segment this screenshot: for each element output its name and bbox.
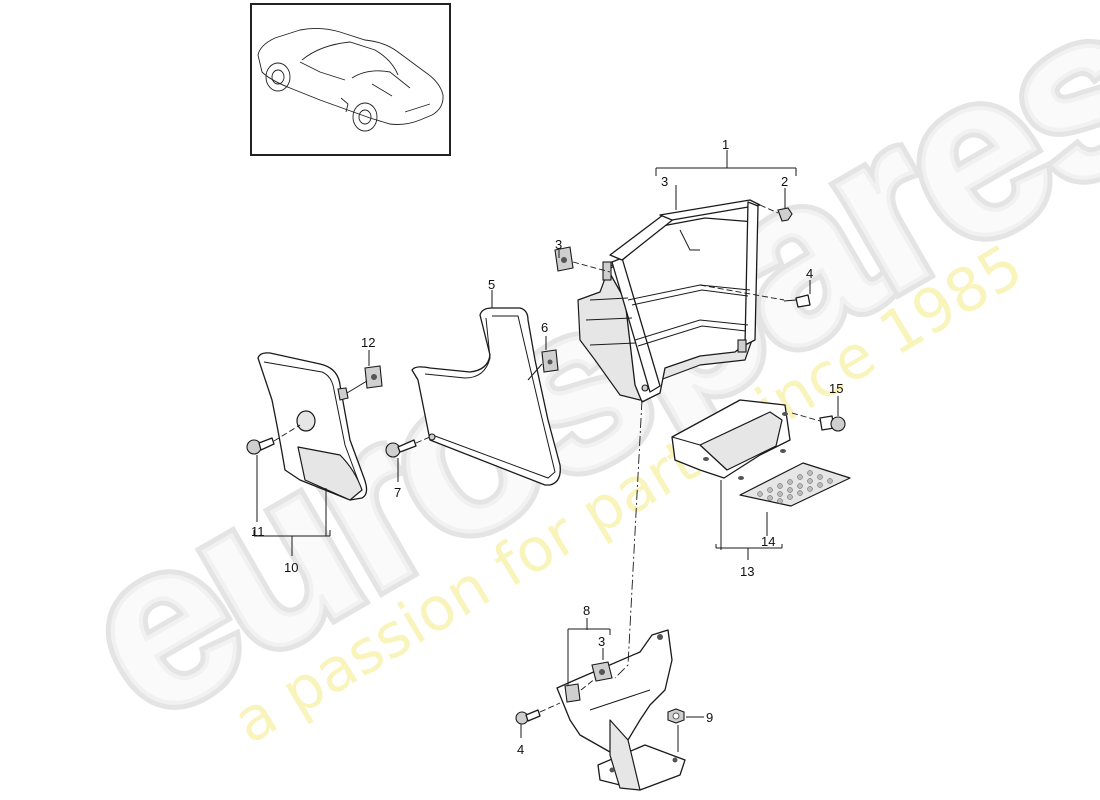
part-13-storage-tray [671,399,821,480]
callout-6: 6 [541,320,548,335]
callout-13: 13 [740,564,754,579]
callout-4-upper: 4 [806,266,813,281]
part-12-speed-nut [346,365,383,394]
part-4-screw-upper [699,284,811,308]
callout-3-frame: 3 [661,174,668,189]
leader-lines [253,150,839,752]
part-7-screw [385,436,431,458]
part-14-anti-slip-mat [739,462,851,507]
part-11-screw [246,424,301,455]
callout-14: 14 [761,534,775,549]
callout-8: 8 [583,603,590,618]
callout-12: 12 [361,335,375,350]
callout-4-lower: 4 [517,742,524,757]
vehicle-thumbnail [250,3,451,156]
callout-10: 10 [284,560,298,575]
part-4-screw-lower [515,702,561,725]
part-2-clip [759,204,793,222]
part-3-speed-nut-lower [580,661,613,691]
car-outline-icon [257,27,444,132]
callout-1: 1 [722,137,729,152]
callout-11: 11 [251,524,265,539]
callout-15: 15 [829,381,843,396]
callout-7: 7 [394,485,401,500]
part-8-bracket [556,629,686,791]
assembly-centerline [614,399,643,679]
callout-5: 5 [488,277,495,292]
part-6-speed-nut [527,349,559,381]
callout-3-lower: 3 [598,634,605,649]
part-10-side-trim-left [257,352,368,501]
callout-2: 2 [781,174,788,189]
callout-9: 9 [706,710,713,725]
part-9-nut [667,708,685,724]
part-1-mounting-frame [577,199,761,403]
watermark: eurospares eurospares a passion for part… [36,0,1100,774]
part-15-screw [819,415,846,432]
watermark-logo-fill: eurospares [43,0,1100,767]
callout-labels: 1 2 3 3 3 4 4 5 6 7 8 9 10 11 12 13 14 1… [251,137,843,757]
callout-3-upper: 3 [555,237,562,252]
